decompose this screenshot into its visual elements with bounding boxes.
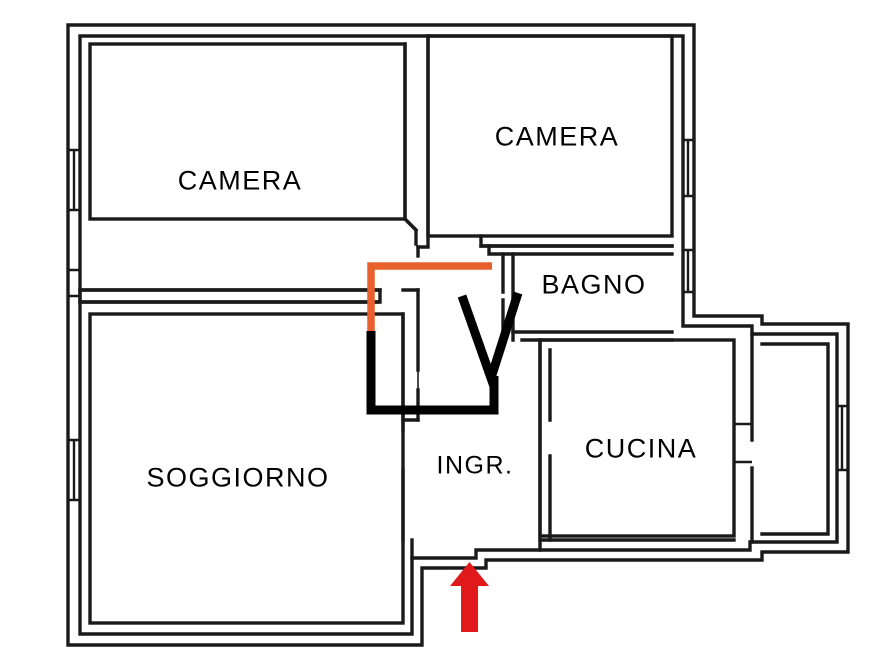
orange-highlight bbox=[367, 262, 492, 331]
window-left-mid bbox=[68, 268, 80, 298]
room-label-cucina: CUCINA bbox=[584, 433, 698, 464]
entrance-arrow bbox=[450, 562, 489, 632]
wall-camera2-bottom2 bbox=[487, 244, 674, 256]
window-left-lower bbox=[68, 438, 80, 502]
black-v-mark bbox=[457, 291, 523, 393]
internal-walls bbox=[78, 34, 830, 625]
room-label-soggiorno: SOGGIORNO bbox=[146, 462, 330, 493]
partition-camera2-left bbox=[416, 34, 430, 249]
window-right-camera2 bbox=[683, 138, 694, 198]
window-right-bagno bbox=[683, 248, 694, 294]
room-label-camera-2: CAMERA bbox=[494, 121, 620, 152]
window-left-upper bbox=[68, 148, 80, 212]
wall-balcony-inner bbox=[760, 342, 830, 536]
window-right-balcony bbox=[837, 404, 848, 472]
window-marks bbox=[68, 138, 848, 502]
partition-camera1-corner bbox=[402, 216, 419, 233]
wall-outlines bbox=[66, 23, 850, 647]
black-highlight bbox=[366, 331, 499, 415]
partition-mid-left-outline bbox=[78, 288, 382, 304]
room-label-camera-1: CAMERA bbox=[177, 165, 303, 196]
room-label-ingresso: INGR. bbox=[436, 451, 514, 480]
room-label-bagno: BAGNO bbox=[541, 269, 647, 300]
outer-wall bbox=[66, 23, 850, 647]
partition-camera1-right bbox=[403, 42, 418, 246]
window-cucina-right bbox=[734, 422, 752, 464]
outer-wall-inner bbox=[78, 34, 839, 636]
